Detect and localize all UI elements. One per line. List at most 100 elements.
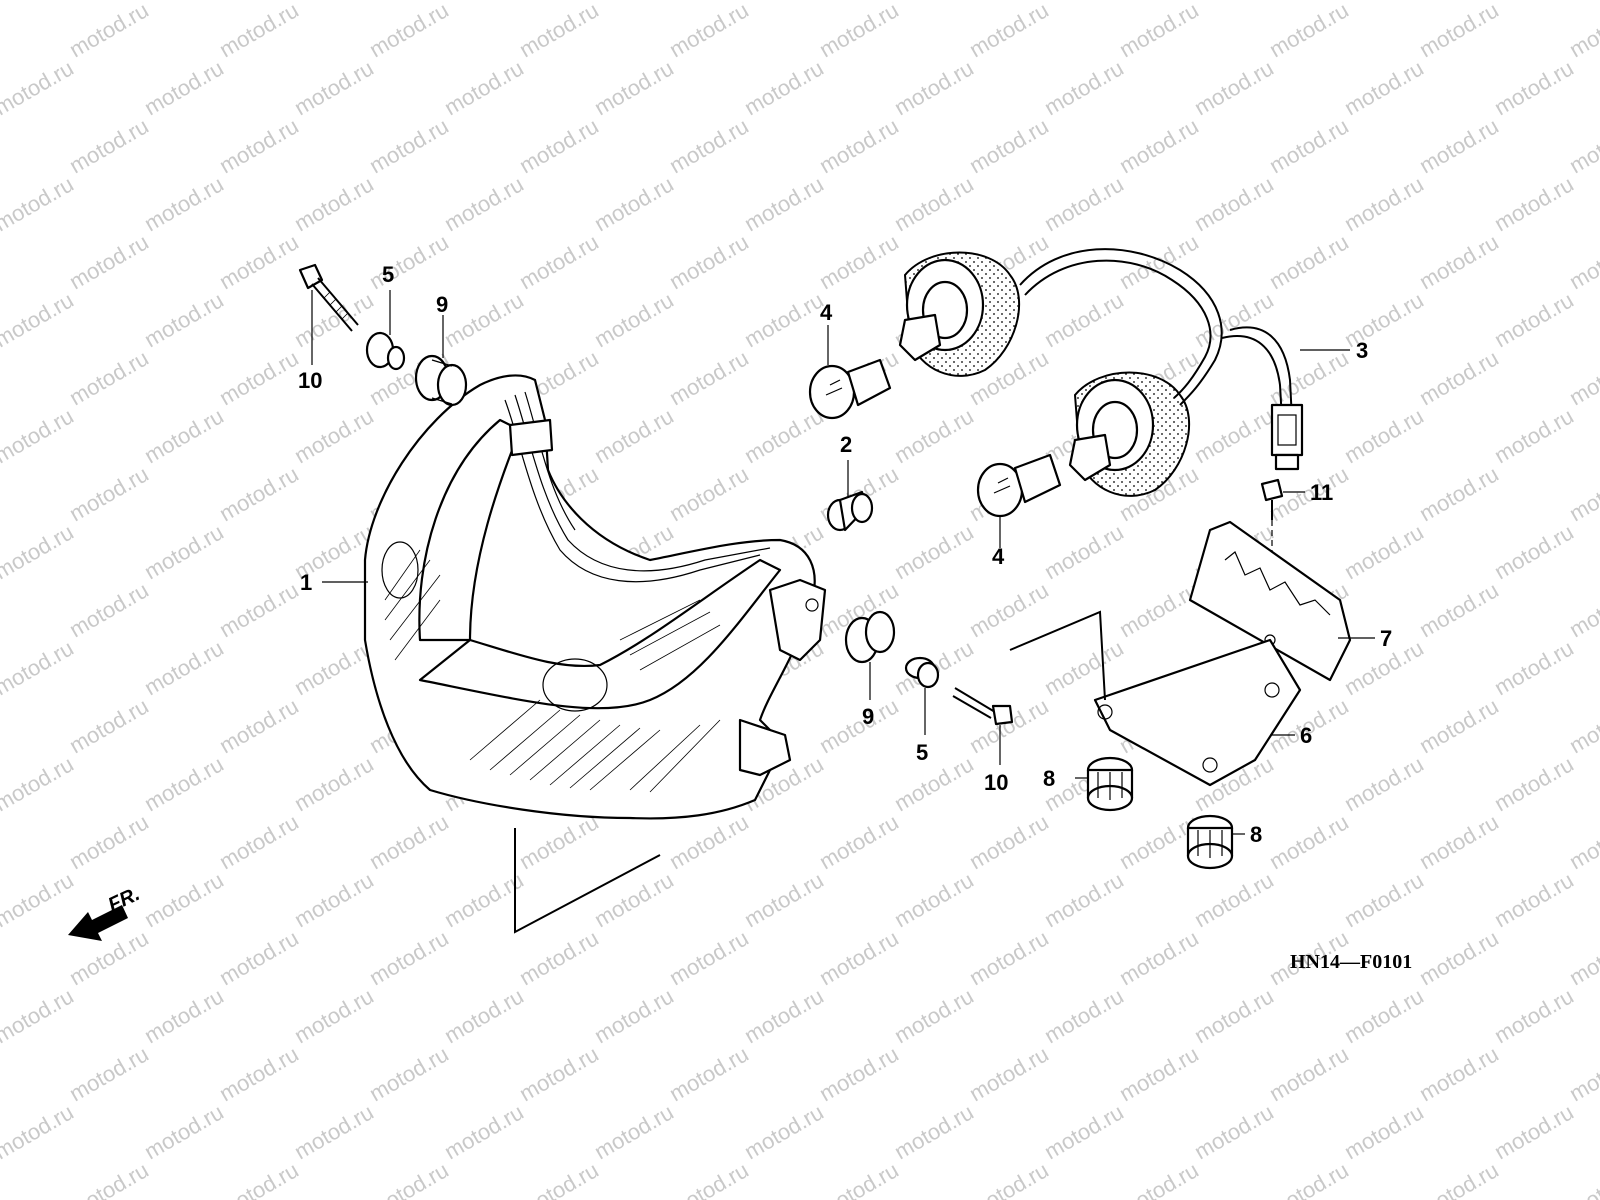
watermark-text: motod.ru bbox=[440, 287, 528, 352]
watermark-text: motod.ru bbox=[590, 1099, 678, 1164]
watermark-text: motod.ru bbox=[290, 867, 378, 932]
watermark-text: motod.ru bbox=[1415, 345, 1503, 410]
watermark-text: motod.ru bbox=[140, 287, 228, 352]
watermark-text: motod.ru bbox=[1040, 867, 1128, 932]
watermark-text: motod.ru bbox=[815, 1157, 903, 1200]
watermark-text: motod.ru bbox=[1115, 1157, 1203, 1200]
watermark-text: motod.ru bbox=[1415, 925, 1503, 990]
watermark-text: motod.ru bbox=[1265, 809, 1353, 874]
watermark-text: motod.ru bbox=[65, 693, 153, 758]
watermark-text: motod.ru bbox=[1340, 171, 1428, 236]
callout-11: 11 bbox=[1310, 480, 1333, 505]
headlight-assembly bbox=[363, 374, 827, 820]
watermark-text: motod.ru bbox=[515, 1157, 603, 1200]
watermark-text: motod.ru bbox=[1340, 983, 1428, 1048]
callout-2: 2 bbox=[840, 432, 852, 457]
watermark-text: motod.ru bbox=[1490, 867, 1578, 932]
watermark-text: motod.ru bbox=[740, 1099, 828, 1164]
watermark-text: motod.ru bbox=[890, 983, 978, 1048]
watermark-text: motod.ru bbox=[290, 171, 378, 236]
watermark-text: motod.ru bbox=[1415, 693, 1503, 758]
watermark-text: motod.ru bbox=[1565, 229, 1600, 294]
callout-10-upper: 10 bbox=[298, 368, 322, 393]
bracket-7 bbox=[1188, 520, 1352, 682]
watermark-text: motod.ru bbox=[890, 0, 978, 4]
watermark-text: motod.ru bbox=[665, 461, 753, 526]
watermark-text: motod.ru bbox=[140, 983, 228, 1048]
watermark-text: motod.ru bbox=[1415, 1157, 1503, 1200]
watermark-text: motod.ru bbox=[665, 229, 753, 294]
collar-upper bbox=[365, 331, 406, 371]
watermark-text: motod.ru bbox=[0, 287, 78, 352]
watermark-text: motod.ru bbox=[1190, 1099, 1278, 1164]
watermark-text: motod.ru bbox=[1490, 519, 1578, 584]
watermark-text: motod.ru bbox=[1565, 577, 1600, 642]
watermark-text: motod.ru bbox=[665, 0, 753, 62]
watermark-text: motod.ru bbox=[0, 403, 78, 468]
watermark-text: motod.ru bbox=[1565, 345, 1600, 410]
watermark-text: motod.ru bbox=[1265, 1157, 1353, 1200]
watermark-text: motod.ru bbox=[1490, 171, 1578, 236]
watermark-text: motod.ru bbox=[1415, 461, 1503, 526]
watermark-text: motod.ru bbox=[0, 229, 3, 294]
watermark-text: motod.ru bbox=[815, 693, 903, 758]
watermark-text: motod.ru bbox=[1190, 867, 1278, 932]
callout-labels: 1 2 3 4 4 5 5 6 7 8 8 9 9 10 10 11 bbox=[298, 262, 1392, 847]
watermark-text: motod.ru bbox=[440, 55, 528, 120]
watermark-text: motod.ru bbox=[1265, 113, 1353, 178]
watermark-text: motod.ru bbox=[290, 983, 378, 1048]
watermark-text: motod.ru bbox=[1190, 983, 1278, 1048]
watermark-text: motod.ru bbox=[215, 809, 303, 874]
watermark-text: motod.ru bbox=[965, 1041, 1053, 1106]
watermark-text: motod.ru bbox=[590, 171, 678, 236]
watermark-text: motod.ru bbox=[365, 809, 453, 874]
watermark-text: motod.ru bbox=[1490, 1099, 1578, 1164]
plate-6 bbox=[1093, 638, 1302, 787]
watermark-text: motod.ru bbox=[1340, 287, 1428, 352]
watermark-text: motod.ru bbox=[1490, 751, 1578, 816]
watermark-text: motod.ru bbox=[0, 635, 78, 700]
watermark-text: motod.ru bbox=[1265, 0, 1353, 62]
watermark-text: motod.ru bbox=[815, 113, 903, 178]
watermark-text: motod.ru bbox=[515, 229, 603, 294]
watermark-text: motod.ru bbox=[1490, 287, 1578, 352]
watermark-text: motod.ru bbox=[1190, 171, 1278, 236]
watermark-text: motod.ru bbox=[515, 809, 603, 874]
watermark-text: motod.ru bbox=[1040, 635, 1128, 700]
watermark-text: motod.ru bbox=[965, 113, 1053, 178]
arrow-icon bbox=[68, 905, 128, 941]
watermark-text: motod.ru bbox=[890, 171, 978, 236]
watermark-text: motod.ru bbox=[215, 0, 303, 62]
watermark-text: motod.ru bbox=[665, 113, 753, 178]
watermark-text: motod.ru bbox=[890, 519, 978, 584]
watermark-text: motod.ru bbox=[0, 983, 78, 1048]
watermark-text: motod.ru bbox=[1040, 983, 1128, 1048]
watermark-text: motod.ru bbox=[0, 113, 3, 178]
watermark-text: motod.ru bbox=[140, 403, 228, 468]
watermark-text: motod.ru bbox=[665, 1157, 753, 1200]
watermark-text: motod.ru bbox=[740, 287, 828, 352]
watermark-text: motod.ru bbox=[0, 171, 78, 236]
callout-8-lower: 8 bbox=[1250, 822, 1262, 847]
watermark-text: motod.ru bbox=[1265, 229, 1353, 294]
watermark-text: motod.ru bbox=[965, 925, 1053, 990]
watermark-text: motod.ru bbox=[1490, 0, 1578, 4]
watermark-text: motod.ru bbox=[140, 867, 228, 932]
callout-9-upper: 9 bbox=[436, 292, 448, 317]
bolt-lower bbox=[952, 687, 1014, 726]
watermark-text: motod.ru bbox=[65, 0, 153, 62]
watermark-text: motod.ru bbox=[1490, 403, 1578, 468]
watermark-text: motod.ru bbox=[1115, 0, 1203, 62]
watermark-text: motod.ru bbox=[140, 171, 228, 236]
watermark-text: motod.ru bbox=[1490, 55, 1578, 120]
callout-10-lower: 10 bbox=[984, 770, 1008, 795]
watermark-text: motod.ru bbox=[290, 1099, 378, 1164]
watermark-text: motod.ru bbox=[140, 0, 228, 4]
watermark-text: motod.ru bbox=[1490, 635, 1578, 700]
watermark-text: motod.ru bbox=[1415, 809, 1503, 874]
leader-lines bbox=[311, 290, 1375, 835]
watermark-text: motod.ru bbox=[1565, 809, 1600, 874]
watermark-text: motod.ru bbox=[815, 1041, 903, 1106]
watermark-text: motod.ru bbox=[0, 0, 3, 62]
watermark-text: motod.ru bbox=[0, 925, 3, 990]
